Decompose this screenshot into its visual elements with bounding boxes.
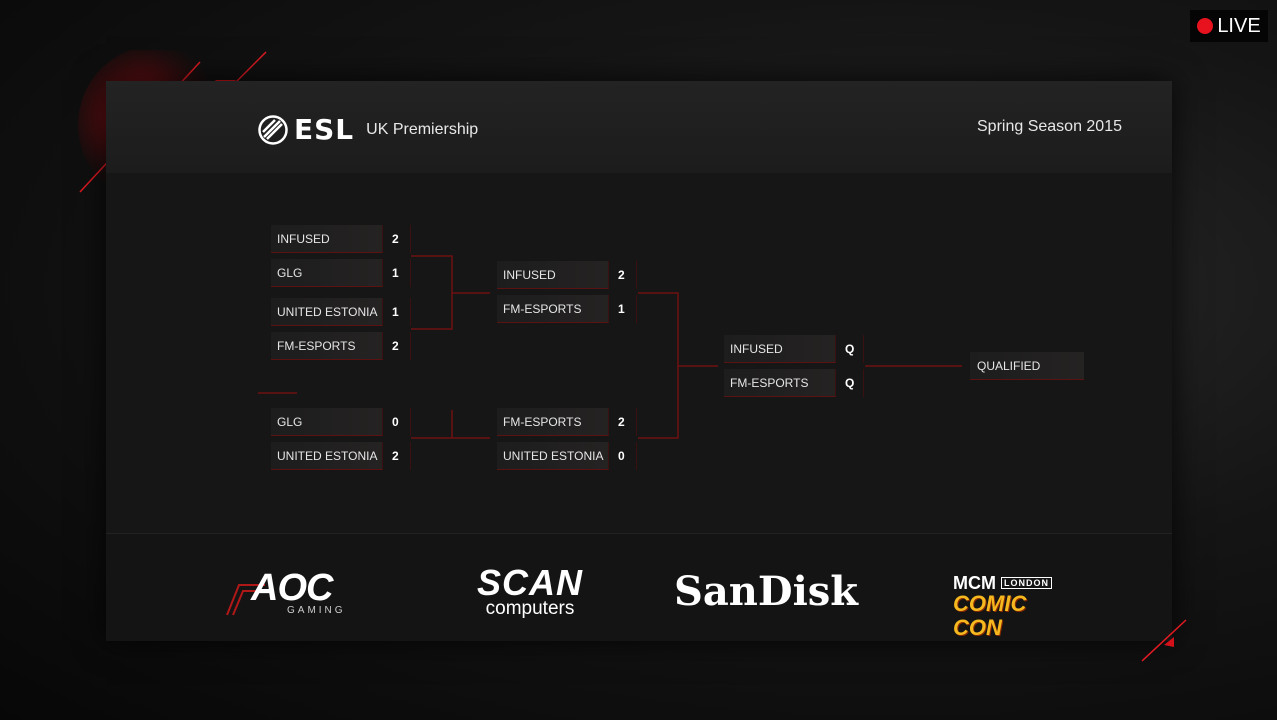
team-score: Q — [845, 342, 855, 356]
aoc-swoosh-icon — [226, 584, 265, 616]
scan-computers-logo: SCAN computers — [470, 562, 590, 622]
team-score: 2 — [618, 415, 625, 429]
team-score: 2 — [392, 449, 399, 463]
team-name: FM-ESPORTS — [730, 376, 809, 390]
team-score: 1 — [392, 305, 399, 319]
esl-wordmark: ESL — [294, 113, 355, 146]
upper-r1-slot-1: INFUSED 2 — [271, 225, 411, 253]
lower-r1-slot-2: UNITED ESTONIA 2 — [271, 442, 411, 470]
team-name: FM-ESPORTS — [503, 302, 582, 316]
live-label: LIVE — [1217, 14, 1261, 37]
record-dot-icon — [1197, 18, 1214, 34]
upper-r1-slot-2: GLG 1 — [271, 259, 411, 287]
league-title: UK Premiership — [366, 120, 479, 138]
team-score: 2 — [618, 268, 625, 282]
team-name: UNITED ESTONIA — [503, 449, 604, 463]
sandisk-wordmark: SanDisk — [674, 568, 859, 615]
esl-logo: ESL UK Premiership — [258, 113, 478, 146]
mcm-city: LONDON — [1001, 577, 1053, 589]
mcm-wordmark: MCM — [953, 573, 996, 593]
qualified-slot: QUALIFIED — [970, 352, 1084, 380]
upper-r2-slot-2: FM-ESPORTS 1 — [497, 295, 637, 323]
team-name: GLG — [277, 266, 303, 280]
live-badge: LIVE — [1190, 10, 1268, 42]
mcm-comic-con-logo: MCM LONDON COMIC CON — [953, 573, 1058, 640]
sponsor-bar — [106, 533, 1172, 641]
team-score: 0 — [618, 449, 625, 463]
upper-r1-slot-4: FM-ESPORTS 2 — [271, 332, 411, 360]
upper-r2-slot-1: INFUSED 2 — [497, 261, 637, 289]
team-name: FM-ESPORTS — [503, 415, 582, 429]
season-label: Spring Season 2015 — [977, 118, 1122, 135]
team-name: UNITED ESTONIA — [277, 449, 378, 463]
red-corner-decoration — [1141, 619, 1187, 662]
team-name: INFUSED — [730, 342, 783, 356]
aoc-wordmark: AOC — [251, 567, 333, 609]
aoc-gaming-logo: AOC GAMING — [225, 567, 355, 619]
lower-r2-slot-1: FM-ESPORTS 2 — [497, 408, 637, 436]
team-name: GLG — [277, 415, 303, 429]
team-score: 1 — [618, 302, 625, 316]
team-score: 2 — [392, 339, 399, 353]
qualified-label: QUALIFIED — [977, 359, 1041, 373]
comic-con-wordmark: COMIC CON — [953, 591, 1027, 640]
team-score: Q — [845, 376, 855, 390]
team-score: 2 — [392, 232, 399, 246]
team-name: FM-ESPORTS — [277, 339, 356, 353]
team-score: 0 — [392, 415, 399, 429]
lower-r2-slot-2: UNITED ESTONIA 0 — [497, 442, 637, 470]
team-name: INFUSED — [277, 232, 330, 246]
panel-header — [106, 81, 1172, 173]
team-score: 1 — [392, 266, 399, 280]
scan-wordmark: SCAN — [476, 562, 583, 603]
scan-subtitle: computers — [485, 598, 575, 619]
final-slot-1: INFUSED Q — [724, 335, 864, 363]
esl-globe-icon — [258, 114, 288, 145]
aoc-subtitle: GAMING — [287, 605, 346, 616]
lower-r1-slot-1: GLG 0 — [271, 408, 411, 436]
team-name: UNITED ESTONIA — [277, 305, 378, 319]
sandisk-logo: SanDisk — [674, 568, 858, 615]
team-name: INFUSED — [503, 268, 556, 282]
upper-r1-slot-3: UNITED ESTONIA 1 — [271, 298, 411, 326]
final-slot-2: FM-ESPORTS Q — [724, 369, 864, 397]
